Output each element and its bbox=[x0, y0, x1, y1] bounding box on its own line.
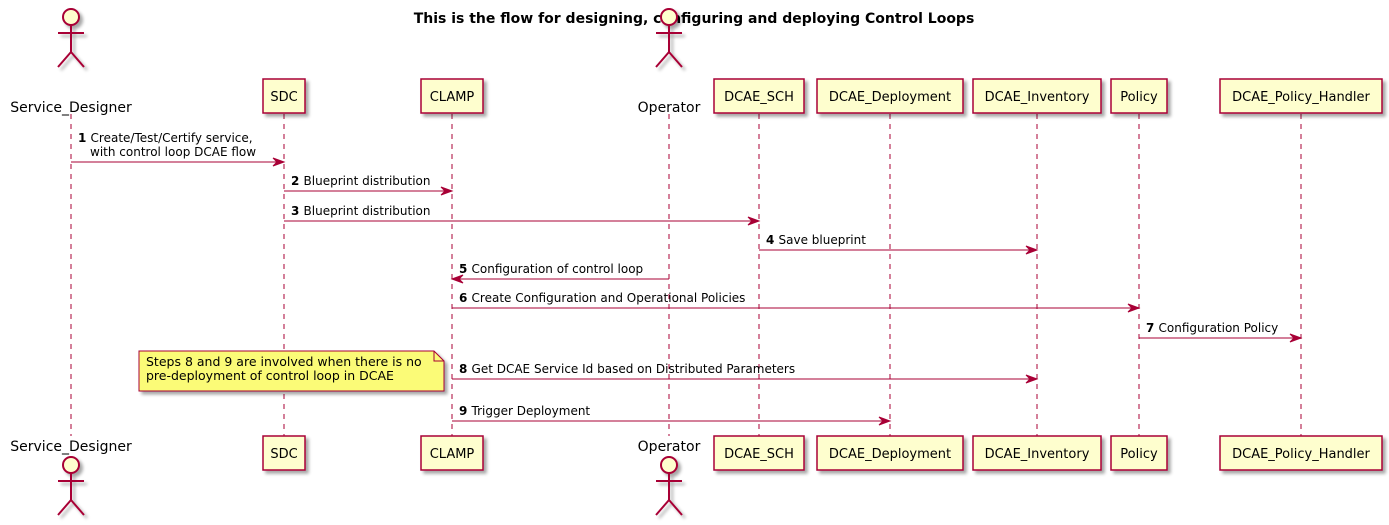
arrowhead-icon bbox=[1127, 303, 1141, 313]
participant-label: Policy bbox=[1120, 90, 1158, 105]
message-label: with control loop DCAE flow bbox=[90, 145, 256, 159]
participant-policy-bottom: Policy bbox=[1110, 435, 1168, 471]
participant-label: DCAE_Policy_Handler bbox=[1232, 447, 1370, 462]
participant-clamp-top: CLAMP bbox=[420, 78, 484, 114]
participant-label: DCAE_SCH bbox=[724, 90, 794, 105]
participant-dcae-deployment-top: DCAE_Deployment bbox=[816, 78, 964, 114]
note-text: Steps 8 and 9 are involved when there is… bbox=[146, 354, 422, 369]
participant-label: SDC bbox=[270, 90, 297, 105]
arrowhead-icon bbox=[1289, 333, 1303, 343]
actor-icon bbox=[655, 8, 683, 68]
message-1: 1 Create/Test/Certify service,with contr… bbox=[71, 131, 286, 167]
message-label: 4 Save blueprint bbox=[766, 233, 866, 247]
arrowhead-icon bbox=[878, 416, 892, 426]
message-label: 2 Blueprint distribution bbox=[291, 174, 430, 188]
participant-label: DCAE_Inventory bbox=[985, 447, 1090, 462]
arrowhead-icon bbox=[440, 186, 454, 196]
participant-sdc-top: SDC bbox=[262, 78, 306, 114]
arrowhead-icon bbox=[272, 157, 286, 167]
actor-icon bbox=[655, 456, 683, 516]
message-3: 3 Blueprint distribution bbox=[284, 204, 761, 226]
message-2: 2 Blueprint distribution bbox=[284, 174, 454, 196]
participant-policy-top: Policy bbox=[1110, 78, 1168, 114]
arrowhead-icon bbox=[747, 216, 761, 226]
participant-dcae-sch-bottom: DCAE_SCH bbox=[713, 435, 805, 471]
participant-label: DCAE_SCH bbox=[724, 447, 794, 462]
message-label: 5 Configuration of control loop bbox=[459, 262, 643, 276]
participant-dcae-inventory-bottom: DCAE_Inventory bbox=[972, 435, 1102, 471]
message-9: 9 Trigger Deployment bbox=[452, 404, 892, 426]
participant-label: SDC bbox=[270, 447, 297, 462]
participant-dcae-deployment-bottom: DCAE_Deployment bbox=[816, 435, 964, 471]
arrowhead-icon bbox=[1025, 245, 1039, 255]
message-label: 6 Create Configuration and Operational P… bbox=[459, 291, 745, 305]
participant-label: DCAE_Policy_Handler bbox=[1232, 90, 1370, 105]
message-label: 7 Configuration Policy bbox=[1146, 321, 1278, 335]
participant-label: DCAE_Inventory bbox=[985, 90, 1090, 105]
message-7: 7 Configuration Policy bbox=[1139, 321, 1303, 343]
arrowhead-icon bbox=[450, 274, 464, 284]
actor-label: Operator bbox=[638, 100, 701, 116]
participant-dcae-sch-top: DCAE_SCH bbox=[713, 78, 805, 114]
participant-label: CLAMP bbox=[430, 90, 475, 105]
participant-label: CLAMP bbox=[430, 447, 475, 462]
participant-sdc-bottom: SDC bbox=[262, 435, 306, 471]
actor-label: Service_Designer bbox=[10, 439, 132, 455]
note: Steps 8 and 9 are involved when there is… bbox=[138, 350, 445, 392]
actor-icon bbox=[57, 8, 85, 68]
participant-label: Policy bbox=[1120, 447, 1158, 462]
message-8: 8 Get DCAE Service Id based on Distribut… bbox=[452, 362, 1039, 384]
participant-label: DCAE_Deployment bbox=[829, 90, 951, 105]
message-label: 9 Trigger Deployment bbox=[459, 404, 590, 418]
participant-dcae-policy-handler-top: DCAE_Policy_Handler bbox=[1219, 78, 1383, 114]
participant-service-designer-top: Service_Designer bbox=[10, 8, 132, 116]
diagram-title: This is the flow for designing, configur… bbox=[414, 11, 975, 27]
message-label: 3 Blueprint distribution bbox=[291, 204, 430, 218]
message-label: 8 Get DCAE Service Id based on Distribut… bbox=[459, 362, 795, 376]
participant-service-designer-bottom: Service_Designer bbox=[10, 439, 132, 516]
message-label: 1 Create/Test/Certify service, bbox=[78, 131, 253, 145]
actor-label: Operator bbox=[638, 439, 701, 455]
message-5: 5 Configuration of control loop bbox=[450, 262, 669, 284]
message-6: 6 Create Configuration and Operational P… bbox=[452, 291, 1141, 313]
participant-operator-top: Operator bbox=[638, 8, 701, 116]
arrowhead-icon bbox=[1025, 374, 1039, 384]
participant-dcae-policy-handler-bottom: DCAE_Policy_Handler bbox=[1219, 435, 1383, 471]
participant-label: DCAE_Deployment bbox=[829, 447, 951, 462]
actor-label: Service_Designer bbox=[10, 100, 132, 116]
participant-dcae-inventory-top: DCAE_Inventory bbox=[972, 78, 1102, 114]
participant-operator-bottom: Operator bbox=[638, 439, 701, 516]
participant-clamp-bottom: CLAMP bbox=[420, 435, 484, 471]
actor-icon bbox=[57, 456, 85, 516]
message-4: 4 Save blueprint bbox=[759, 233, 1039, 255]
note-text: pre-deployment of control loop in DCAE bbox=[146, 368, 394, 383]
